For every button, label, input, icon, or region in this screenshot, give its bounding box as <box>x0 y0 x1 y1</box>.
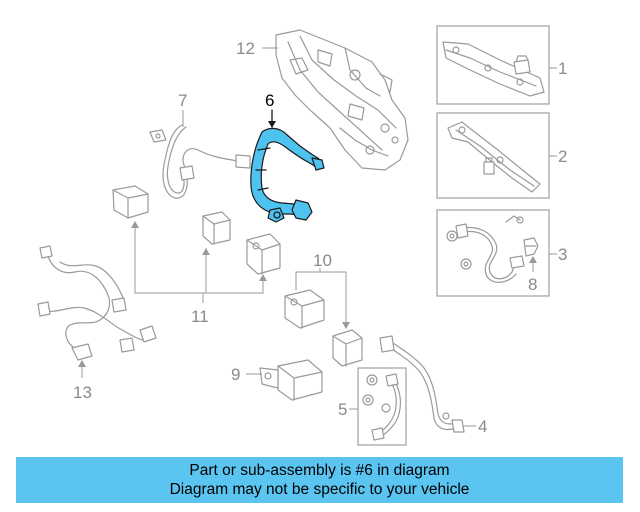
part-9-pump[interactable] <box>259 359 323 401</box>
callout-5: 5 <box>338 400 347 419</box>
banner-line-2: Diagram may not be specific to your vehi… <box>169 481 470 498</box>
part-5-hose-kit[interactable] <box>362 373 401 441</box>
callout-10: 10 <box>313 251 332 270</box>
part-2-bracket[interactable] <box>447 121 541 193</box>
banner-line-1: Part or sub-assembly is #6 in diagram <box>189 462 450 479</box>
part-12-housing[interactable] <box>275 29 409 171</box>
callout-2: 2 <box>558 147 567 166</box>
callout-7: 7 <box>178 91 187 110</box>
callout-12: 12 <box>236 39 255 58</box>
callout-11: 11 <box>191 307 209 326</box>
callout-8: 8 <box>528 275 537 294</box>
part-7-harness[interactable] <box>149 124 251 199</box>
callout-9: 9 <box>231 365 240 384</box>
part-13-harness[interactable] <box>37 245 157 361</box>
part-3-hose[interactable] <box>446 215 525 283</box>
callout-3: 3 <box>558 245 567 264</box>
info-banner: Part or sub-assembly is #6 in diagram Di… <box>16 457 623 503</box>
part-8-fitting[interactable] <box>523 237 539 257</box>
part-11-sensors[interactable] <box>112 185 281 275</box>
callout-1: 1 <box>558 59 567 78</box>
callout-4: 4 <box>478 417 487 436</box>
callout-6: 6 <box>265 91 274 110</box>
callout-13: 13 <box>73 383 92 402</box>
part-6-hose[interactable] <box>250 127 325 223</box>
part-1-bracket[interactable] <box>442 41 545 97</box>
part-10-valves[interactable] <box>284 289 363 367</box>
parts-diagram: 12 6 7 11 <box>37 25 567 446</box>
part-4-pipe[interactable] <box>379 335 465 433</box>
